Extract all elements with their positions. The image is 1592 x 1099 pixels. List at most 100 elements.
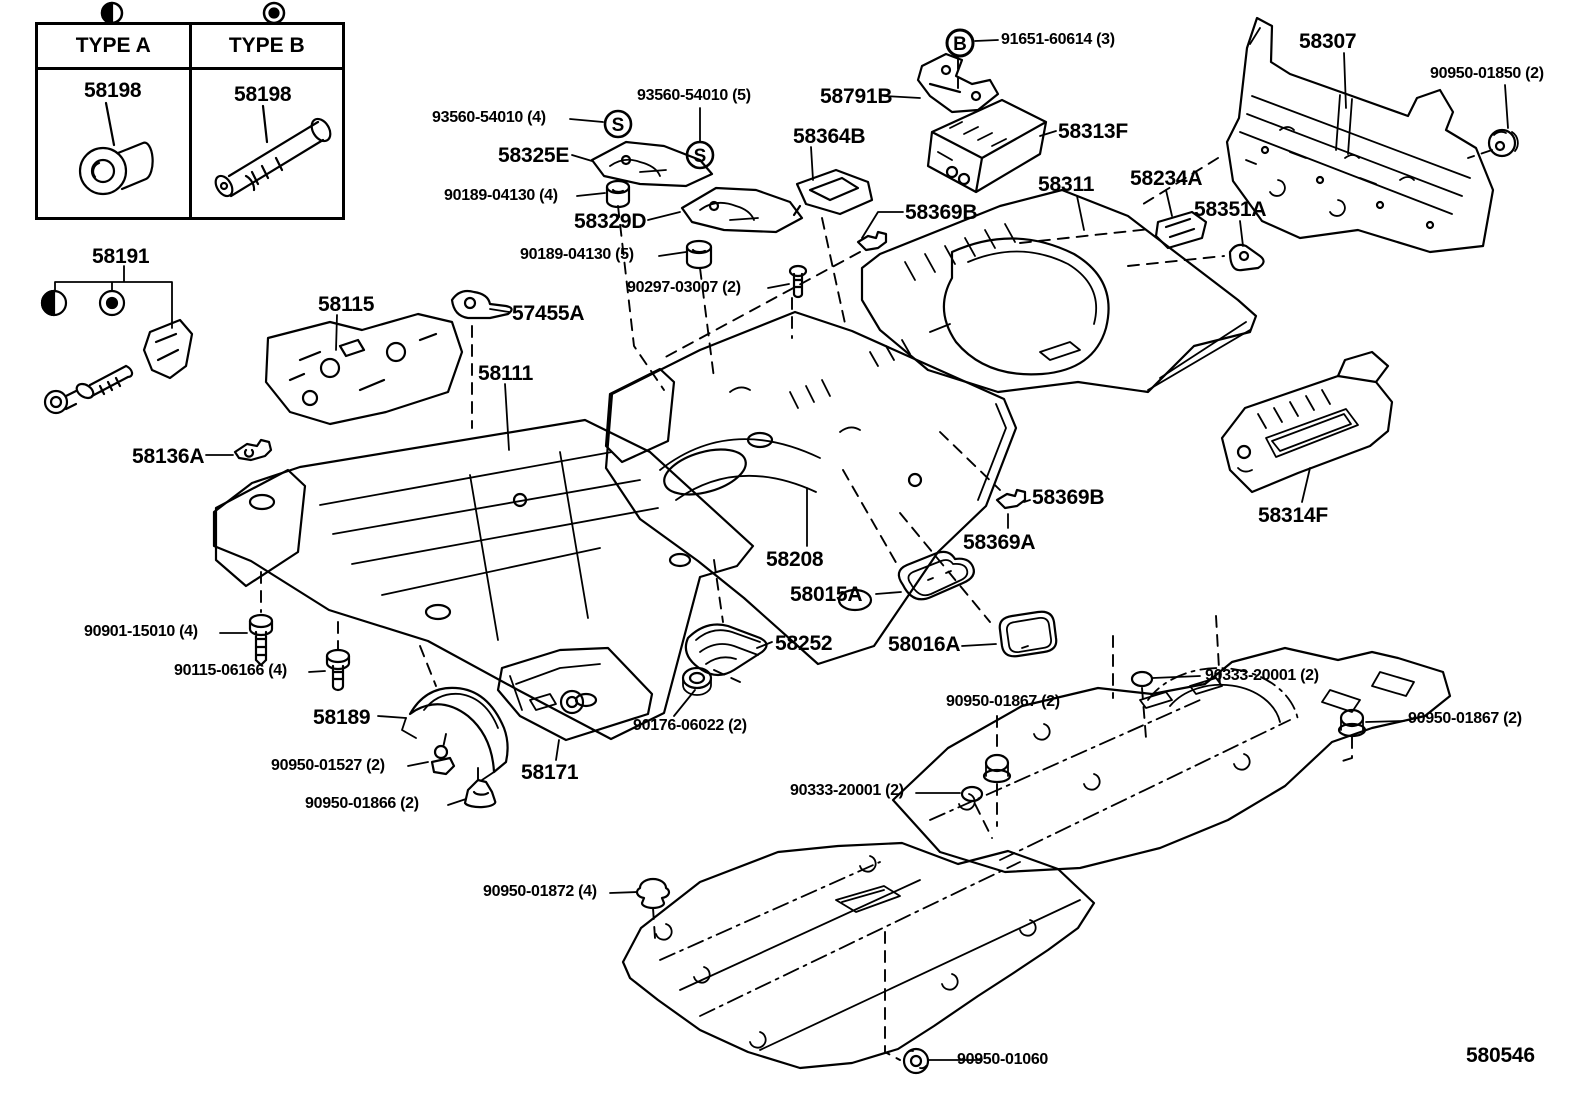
screw-symbol-s1	[569, 109, 633, 139]
plug-90950-01867-left-drawing	[982, 753, 1012, 784]
part-label-58208: 58208	[766, 548, 824, 571]
front-floor-pan-58111-drawing	[212, 383, 755, 741]
grommet-90950-01060-drawing	[902, 1047, 983, 1075]
part-label-90176-06022: 90176-06022 (2)	[633, 717, 747, 734]
part-label-90950-01867-left: 90950-01867 (2)	[946, 693, 1060, 710]
s-screw-symbol-2: S	[694, 146, 707, 167]
part-label-93560-54010-5: 93560-54010 (5)	[637, 87, 751, 104]
part-label-90950-01527: 90950-01527 (2)	[271, 757, 385, 774]
part-label-90950-01866: 90950-01866 (2)	[305, 795, 419, 812]
clip-58369-lower-drawing	[995, 488, 1031, 529]
part-label-58136a: 58136A	[132, 445, 205, 468]
part-label-58198-b: 58198	[234, 83, 292, 106]
part-label-58369b-lower: 58369B	[1032, 486, 1105, 509]
part-label-90950-01850: 90950-01850 (2)	[1430, 65, 1544, 82]
crossmember-58313f-drawing	[926, 98, 1057, 194]
member-58252-drawing	[684, 623, 773, 677]
pad-58016a-drawing	[961, 610, 1058, 658]
bracket-58171-drawing	[496, 646, 654, 761]
part-label-58016a: 58016A	[888, 633, 961, 656]
hook-58351a-drawing	[1228, 220, 1265, 272]
phantom-connector-lines	[260, 57, 1493, 1061]
part-label-58115: 58115	[318, 293, 375, 316]
part-label-58198-a: 58198	[84, 79, 142, 102]
part-label-90950-01872: 90950-01872 (4)	[483, 883, 597, 900]
part-label-93560-54010-4: 93560-54010 (4)	[432, 109, 546, 126]
part-label-58364b: 58364B	[793, 125, 866, 148]
part-label-58313f: 58313F	[1058, 120, 1129, 143]
stopper-58191-assembly	[40, 265, 194, 415]
bolt-90901-15010-drawing	[219, 613, 274, 667]
part-label-58191: 58191	[92, 245, 150, 268]
part-label-90950-01060: 90950-01060	[957, 1051, 1049, 1068]
bushing-type-a-drawing	[78, 141, 154, 196]
part-label-58111: 58111	[478, 362, 534, 385]
type-legend-body	[38, 70, 342, 217]
nut-90189-04130x5-drawing	[658, 239, 713, 270]
legend-leader-lines	[104, 101, 269, 147]
center-floor-pan-58208-drawing	[604, 310, 1018, 666]
bracket-58189-drawing	[377, 686, 509, 781]
grommet-90950-01850-drawing	[1487, 84, 1519, 158]
type-b-cell	[188, 70, 343, 217]
plate-58329d-drawing	[647, 186, 804, 234]
part-label-58369b-upper: 58369B	[905, 201, 978, 224]
part-label-58369a: 58369A	[963, 531, 1036, 554]
half-filled-circle-icon	[100, 1, 124, 25]
nut-90176-06022-drawing	[673, 666, 713, 717]
plate-58234a-drawing	[1154, 189, 1208, 250]
pad-58015a-drawing	[875, 550, 975, 601]
part-label-90901-15010: 90901-15010 (4)	[84, 623, 198, 640]
part-label-58189: 58189	[313, 706, 371, 729]
clamp-57455a-drawing	[450, 289, 513, 320]
clip-58136a-drawing	[205, 438, 273, 462]
bracket-58791b-drawing	[883, 52, 1000, 114]
type-a-header: TYPE A	[75, 34, 151, 57]
part-label-58307: 58307	[1299, 30, 1357, 53]
member-58314f-drawing	[1220, 350, 1394, 503]
type-legend-header: TYPE A TYPE B	[38, 25, 342, 70]
part-label-90297-03007: 90297-03007 (2)	[627, 279, 741, 296]
diagram-code: 580546	[1466, 1044, 1535, 1067]
oval-90333-20001-left-drawing	[915, 785, 984, 803]
part-label-58325e: 58325E	[498, 144, 570, 167]
part-label-58252: 58252	[775, 632, 833, 655]
part-label-58171: 58171	[521, 761, 579, 784]
rear-floor-pan-58311-drawing	[860, 188, 1258, 394]
bolt-symbol-b	[945, 28, 999, 58]
clip-58369b-upper-drawing	[856, 211, 904, 252]
part-label-58234a: 58234A	[1130, 167, 1203, 190]
part-label-58314f: 58314F	[1258, 504, 1329, 527]
part-label-57455a: 57455A	[512, 302, 585, 325]
part-label-58015a: 58015A	[790, 583, 863, 606]
s-screw-symbol-1: S	[612, 115, 625, 136]
part-label-91651-60614: 91651-60614 (3)	[1001, 31, 1115, 48]
type-b-header: TYPE B	[188, 25, 343, 67]
plug-90950-01872-drawing	[609, 877, 671, 910]
part-label-58311: 58311	[1038, 173, 1095, 196]
plate-58325e-drawing	[571, 140, 714, 188]
front-heat-insulator-drawing	[621, 841, 1096, 1070]
part-label-90189-04130-4: 90189-04130 (4)	[444, 187, 558, 204]
plug-90950-01867-right-drawing	[1337, 708, 1405, 738]
nut-90189-04130x4-drawing	[576, 179, 631, 209]
part-label-90333-20001-top: 90333-20001 (2)	[1205, 667, 1319, 684]
clip-90950-01527-drawing	[407, 744, 456, 776]
part-label-90950-01867-right: 90950-01867 (2)	[1408, 710, 1522, 727]
part-label-90189-04130-5: 90189-04130 (5)	[520, 246, 634, 263]
bolt-90115-06166-drawing	[308, 648, 351, 692]
rear-heat-insulator-drawing	[891, 646, 1452, 874]
lower-back-panel-58307-drawing	[1225, 16, 1495, 254]
part-label-58791b: 58791B	[820, 85, 893, 108]
plate-58364b-drawing	[792, 146, 874, 217]
crossmember-58115-drawing	[264, 312, 464, 426]
b-bolt-symbol: B	[953, 34, 967, 55]
bushing-type-b-drawing	[214, 117, 332, 198]
ring-circle-icon	[262, 1, 286, 25]
plug-90950-01866-drawing	[447, 778, 497, 809]
part-label-90333-20001-left: 90333-20001 (2)	[790, 782, 904, 799]
part-label-58329d: 58329D	[574, 210, 647, 233]
screw-symbol-s2	[685, 107, 715, 170]
